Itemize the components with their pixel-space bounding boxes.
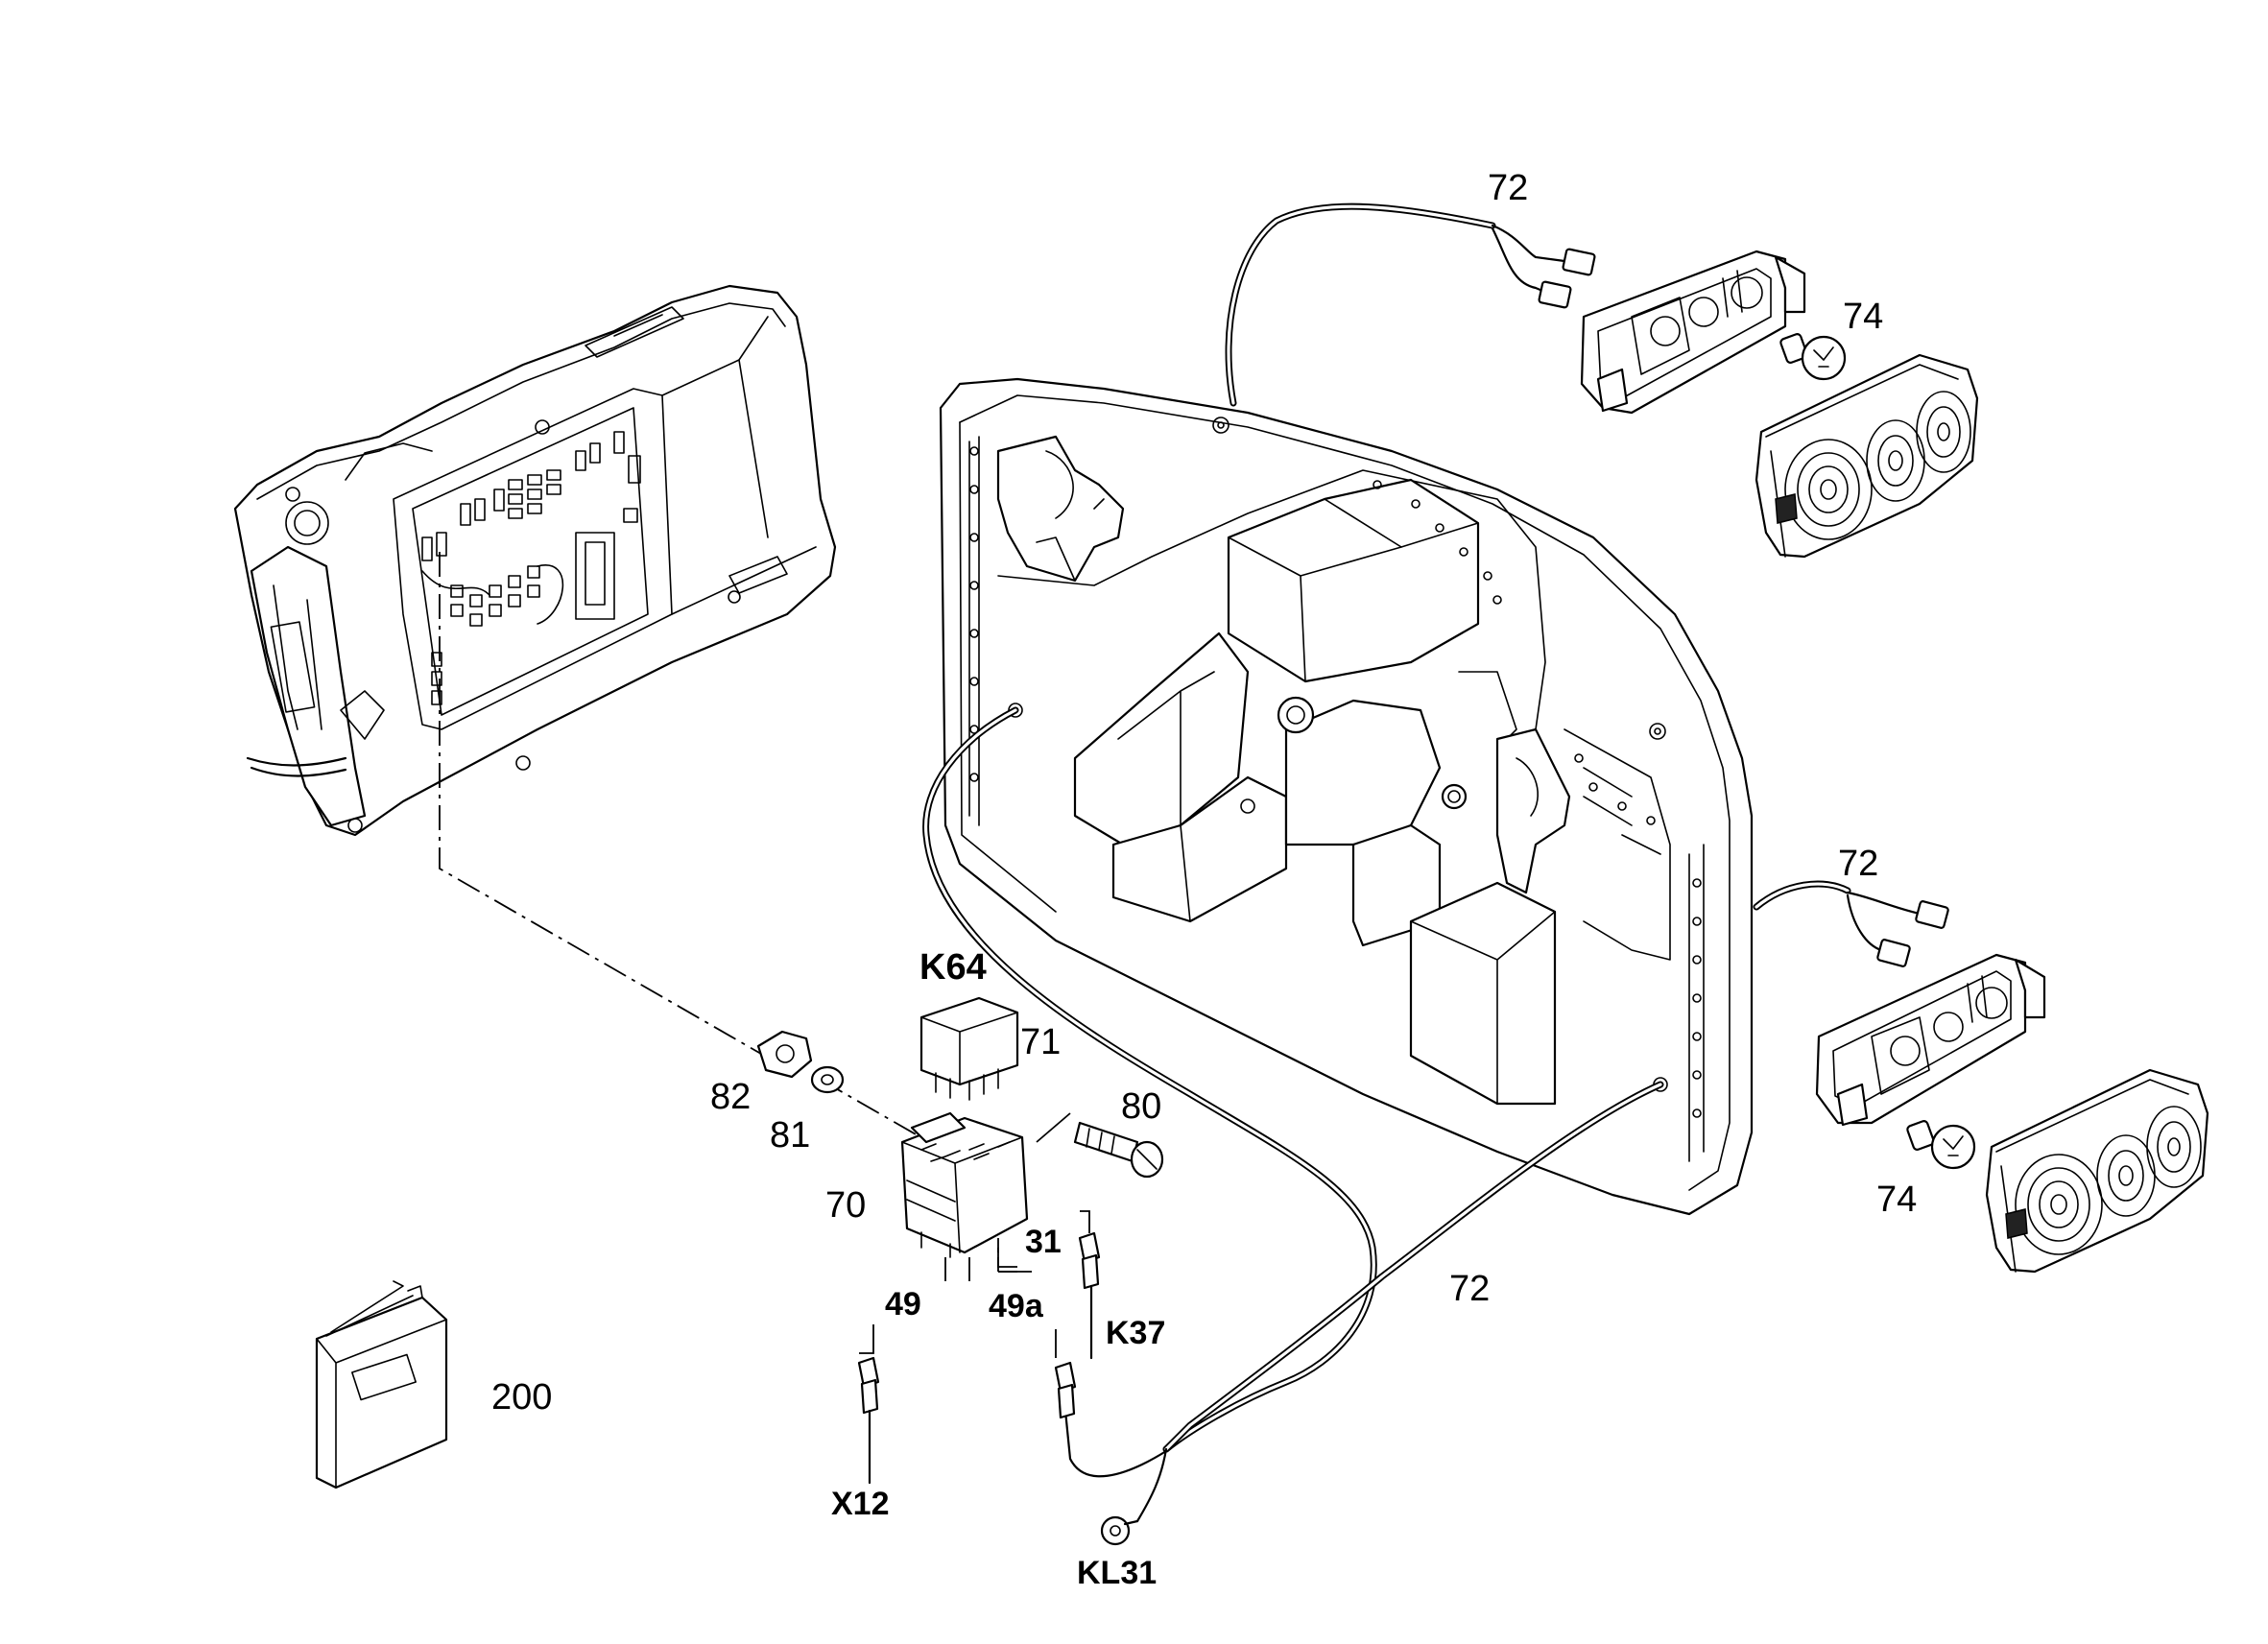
terminal-49-x12	[857, 1356, 880, 1485]
bulb-74-bottom	[1906, 1120, 1976, 1170]
callout-74-bottom: 74	[1876, 1179, 1917, 1220]
bulb-74-top	[1779, 333, 1847, 381]
callout-x12: X12	[831, 1486, 890, 1522]
alignment-line-2	[820, 1079, 930, 1143]
screw-80	[1073, 1121, 1164, 1179]
cable-harness	[922, 203, 1949, 1523]
callout-200: 200	[491, 1377, 552, 1418]
nut-82	[756, 1030, 813, 1079]
ground-ring-kl31	[1100, 1515, 1139, 1546]
callout-71: 71	[1020, 1022, 1061, 1062]
callout-82: 82	[710, 1077, 751, 1117]
terminal-49a	[1054, 1361, 1077, 1419]
callout-81: 81	[770, 1115, 810, 1156]
relay-k64	[919, 996, 1019, 1101]
callout-49a: 49a	[989, 1288, 1044, 1324]
tail-lens-top	[1755, 353, 1979, 559]
alignment-line	[439, 552, 774, 1061]
tail-light-bottom	[1815, 953, 2046, 1127]
callout-kl31: KL31	[1077, 1555, 1157, 1591]
callout-72-lower: 72	[1449, 1269, 1490, 1309]
control-box-housing	[233, 284, 837, 837]
callout-k37: K37	[1106, 1315, 1165, 1351]
screw-80-axis-line	[1036, 1112, 1071, 1143]
cab-panel-housing	[939, 377, 1754, 1216]
relay-socket-70	[900, 1111, 1029, 1258]
callout-72-middle: 72	[1838, 844, 1878, 884]
callout-72-top: 72	[1488, 168, 1528, 208]
callout-80: 80	[1121, 1086, 1161, 1127]
tail-lens-bottom	[1985, 1068, 2209, 1274]
terminal-31-k37	[1078, 1231, 1101, 1360]
callout-70: 70	[825, 1185, 866, 1226]
callout-k64: K64	[919, 947, 987, 988]
callout-49: 49	[885, 1286, 921, 1322]
tail-light-top	[1580, 250, 1806, 415]
washer-81	[810, 1065, 845, 1094]
callout-31: 31	[1025, 1224, 1062, 1260]
callout-74-top: 74	[1843, 297, 1883, 337]
operator-manual-200	[315, 1280, 448, 1489]
